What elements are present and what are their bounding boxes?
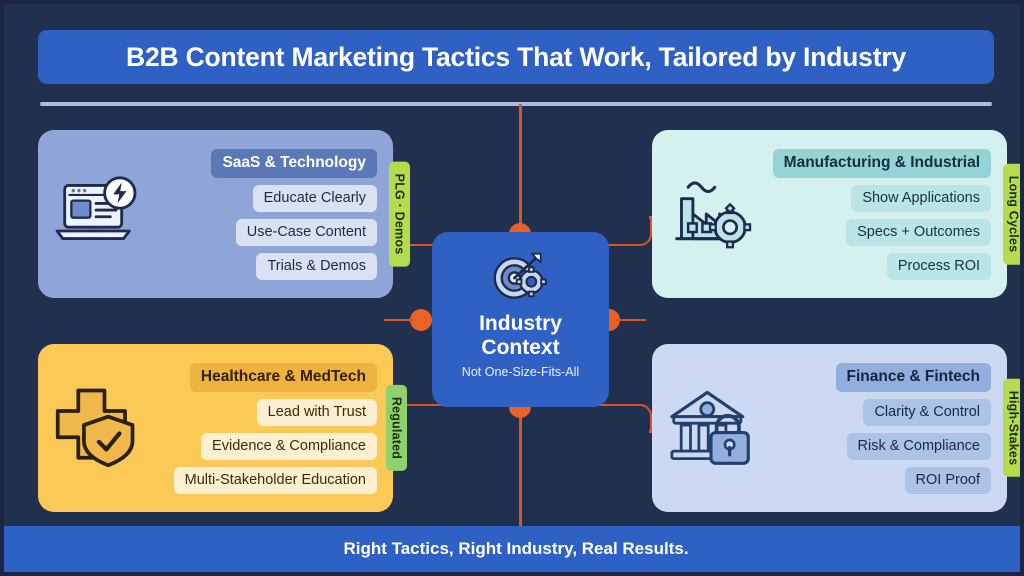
connector-hub-to-finance: [590, 404, 652, 432]
card-tag-saas: PLG · Demos: [389, 161, 410, 267]
card-finance-fintech[interactable]: Finance & Fintech Clarity & Control Risk…: [652, 344, 1020, 512]
card-icon-wrap-manufacturing: [652, 172, 770, 257]
title-divider-rule: [40, 102, 992, 106]
footer-bar: Right Tactics, Right Industry, Real Resu…: [4, 526, 1020, 572]
page-title-bar: B2B Content Marketing Tactics That Work,…: [38, 30, 994, 84]
card-tag-manufacturing: Long Cycles: [1003, 163, 1020, 265]
card-chip-saas-0[interactable]: Educate Clearly: [252, 184, 377, 212]
hub-title: Industry Context: [479, 312, 562, 360]
card-body-finance: Finance & Fintech Clarity & Control Risk…: [770, 362, 1007, 494]
medical-cross-shield-check-icon: [50, 383, 144, 474]
central-hub: Industry Context Not One-Size-Fits-All: [432, 232, 609, 407]
connector-right-stub: [616, 318, 646, 322]
laptop-lightning-icon: [51, 174, 143, 255]
card-chip-saas-1[interactable]: Use-Case Content: [235, 218, 377, 246]
card-icon-wrap-healthcare: [38, 383, 156, 474]
card-heading-finance: Finance & Fintech: [835, 362, 991, 392]
card-saas-technology[interactable]: SaaS & Technology Educate Clearly Use-Ca…: [38, 130, 410, 298]
connector-dot-left: [410, 309, 432, 331]
card-heading-manufacturing: Manufacturing & Industrial: [772, 148, 991, 178]
card-tag-finance: High-Stakes: [1003, 378, 1020, 478]
page-title: B2B Content Marketing Tactics That Work,…: [126, 41, 906, 72]
connector-title-to-hub: [519, 104, 522, 234]
hub-subtitle: Not One-Size-Fits-All: [461, 365, 580, 379]
connector-left-stub: [384, 318, 414, 322]
connector-hub-to-footer: [519, 406, 522, 534]
card-healthcare-medtech[interactable]: Healthcare & MedTech Lead with Trust Evi…: [38, 344, 407, 512]
card-chip-finance-0[interactable]: Clarity & Control: [863, 398, 991, 426]
card-tag-healthcare: Regulated: [386, 384, 407, 472]
footer-text: Right Tactics, Right Industry, Real Resu…: [343, 539, 689, 558]
card-manufacturing-industrial[interactable]: Manufacturing & Industrial Show Applicat…: [652, 130, 1020, 298]
card-chip-saas-2[interactable]: Trials & Demos: [256, 252, 377, 280]
card-chip-healthcare-0[interactable]: Lead with Trust: [256, 398, 377, 426]
card-chip-manufacturing-1[interactable]: Specs + Outcomes: [846, 218, 991, 246]
factory-gear-icon: [665, 172, 757, 257]
card-chip-healthcare-2[interactable]: Multi-Stakeholder Education: [173, 466, 377, 494]
connector-hub-to-manufacturing: [590, 218, 652, 246]
card-chip-healthcare-1[interactable]: Evidence & Compliance: [201, 432, 377, 460]
card-heading-saas: SaaS & Technology: [211, 148, 377, 178]
card-chip-finance-2[interactable]: ROI Proof: [904, 466, 991, 494]
card-chip-manufacturing-2[interactable]: Process ROI: [886, 252, 991, 280]
card-body-healthcare: Healthcare & MedTech Lead with Trust Evi…: [156, 362, 393, 494]
hub-title-line2: Context: [481, 336, 560, 359]
hub-title-line1: Industry: [479, 312, 562, 335]
card-icon-wrap-saas: [38, 174, 156, 255]
card-body-manufacturing: Manufacturing & Industrial Show Applicat…: [770, 148, 1007, 280]
bank-padlock-icon: [664, 385, 758, 472]
card-chip-finance-1[interactable]: Risk & Compliance: [846, 432, 991, 460]
card-heading-healthcare: Healthcare & MedTech: [189, 362, 377, 392]
target-arrow-gear-icon: [488, 248, 554, 308]
card-body-saas: SaaS & Technology Educate Clearly Use-Ca…: [156, 148, 393, 280]
card-chip-manufacturing-0[interactable]: Show Applications: [851, 184, 991, 212]
card-icon-wrap-finance: [652, 385, 770, 472]
